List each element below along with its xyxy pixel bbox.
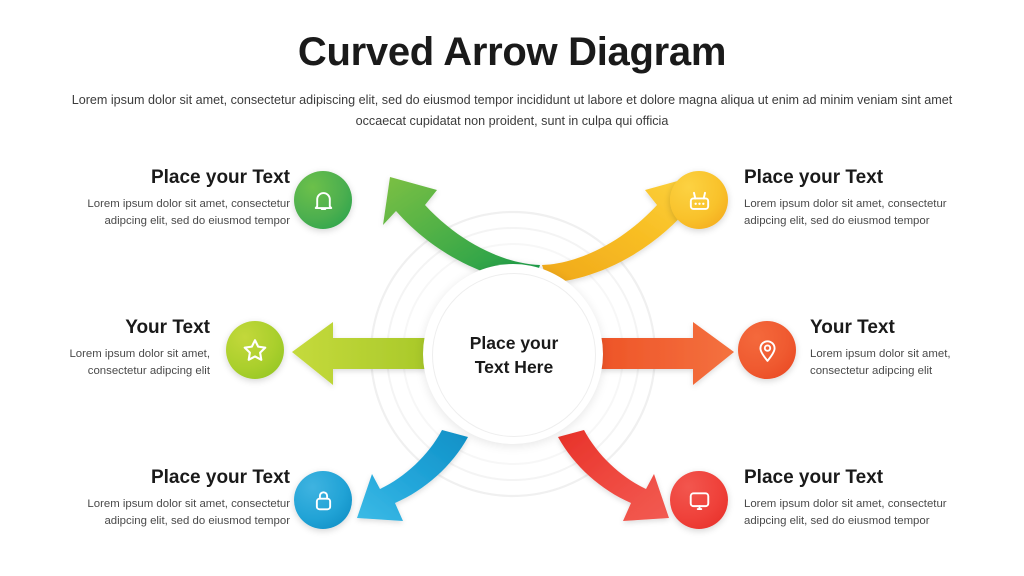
node-icon-top-left[interactable] bbox=[294, 171, 352, 229]
node-body: Lorem ipsum dolor sit amet, consectetur … bbox=[744, 498, 947, 527]
page-subtitle: Lorem ipsum dolor sit amet, consectetur … bbox=[71, 93, 953, 128]
arrow-middle-left bbox=[292, 322, 426, 385]
center-hub[interactable]: Place your Text Here bbox=[432, 273, 596, 437]
node-heading: Place your Text bbox=[744, 167, 884, 188]
node-text-bottom-right: Place your Text Lorem ipsum dolor sit am… bbox=[744, 467, 982, 530]
node-text-middle-right: Your Text Lorem ipsum dolor sit amet, co… bbox=[810, 317, 965, 380]
monitor-icon bbox=[686, 487, 713, 514]
arrow-bottom-right bbox=[558, 430, 669, 521]
node-text-bottom-left: Place your Text Lorem ipsum dolor sit am… bbox=[52, 467, 290, 530]
page-title: Curved Arrow Diagram bbox=[297, 30, 727, 74]
node-body: Lorem ipsum dolor sit amet, consectetur … bbox=[87, 198, 290, 227]
map-pin-icon bbox=[754, 337, 781, 364]
node-heading: Place your Text bbox=[150, 167, 290, 188]
node-heading: Place your Text bbox=[150, 467, 290, 488]
bell-icon bbox=[310, 187, 337, 214]
node-text-middle-left: Your Text Lorem ipsum dolor sit amet, co… bbox=[62, 317, 210, 380]
node-icon-middle-left[interactable] bbox=[226, 321, 284, 379]
node-heading: Place your Text bbox=[744, 467, 884, 488]
node-body: Lorem ipsum dolor sit amet, consectetur … bbox=[744, 198, 947, 227]
basket-icon bbox=[686, 187, 713, 214]
arrow-bottom-left bbox=[357, 430, 468, 521]
arrow-middle-right bbox=[600, 322, 734, 385]
node-icon-middle-right[interactable] bbox=[738, 321, 796, 379]
node-body: Lorem ipsum dolor sit amet, consectetur … bbox=[810, 348, 951, 377]
star-icon bbox=[241, 336, 269, 364]
node-icon-top-right[interactable] bbox=[670, 171, 728, 229]
node-body: Lorem ipsum dolor sit amet, consectetur … bbox=[69, 348, 210, 377]
node-icon-bottom-right[interactable] bbox=[670, 471, 728, 529]
node-text-top-left: Place your Text Lorem ipsum dolor sit am… bbox=[52, 167, 290, 230]
node-heading: Your Text bbox=[125, 317, 210, 338]
node-body: Lorem ipsum dolor sit amet, consectetur … bbox=[87, 498, 290, 527]
node-text-top-right: Place your Text Lorem ipsum dolor sit am… bbox=[744, 167, 982, 230]
lock-icon bbox=[310, 487, 337, 514]
center-hub-label: Place your Text Here bbox=[469, 333, 559, 377]
node-icon-bottom-left[interactable] bbox=[294, 471, 352, 529]
node-heading: Your Text bbox=[810, 317, 895, 338]
